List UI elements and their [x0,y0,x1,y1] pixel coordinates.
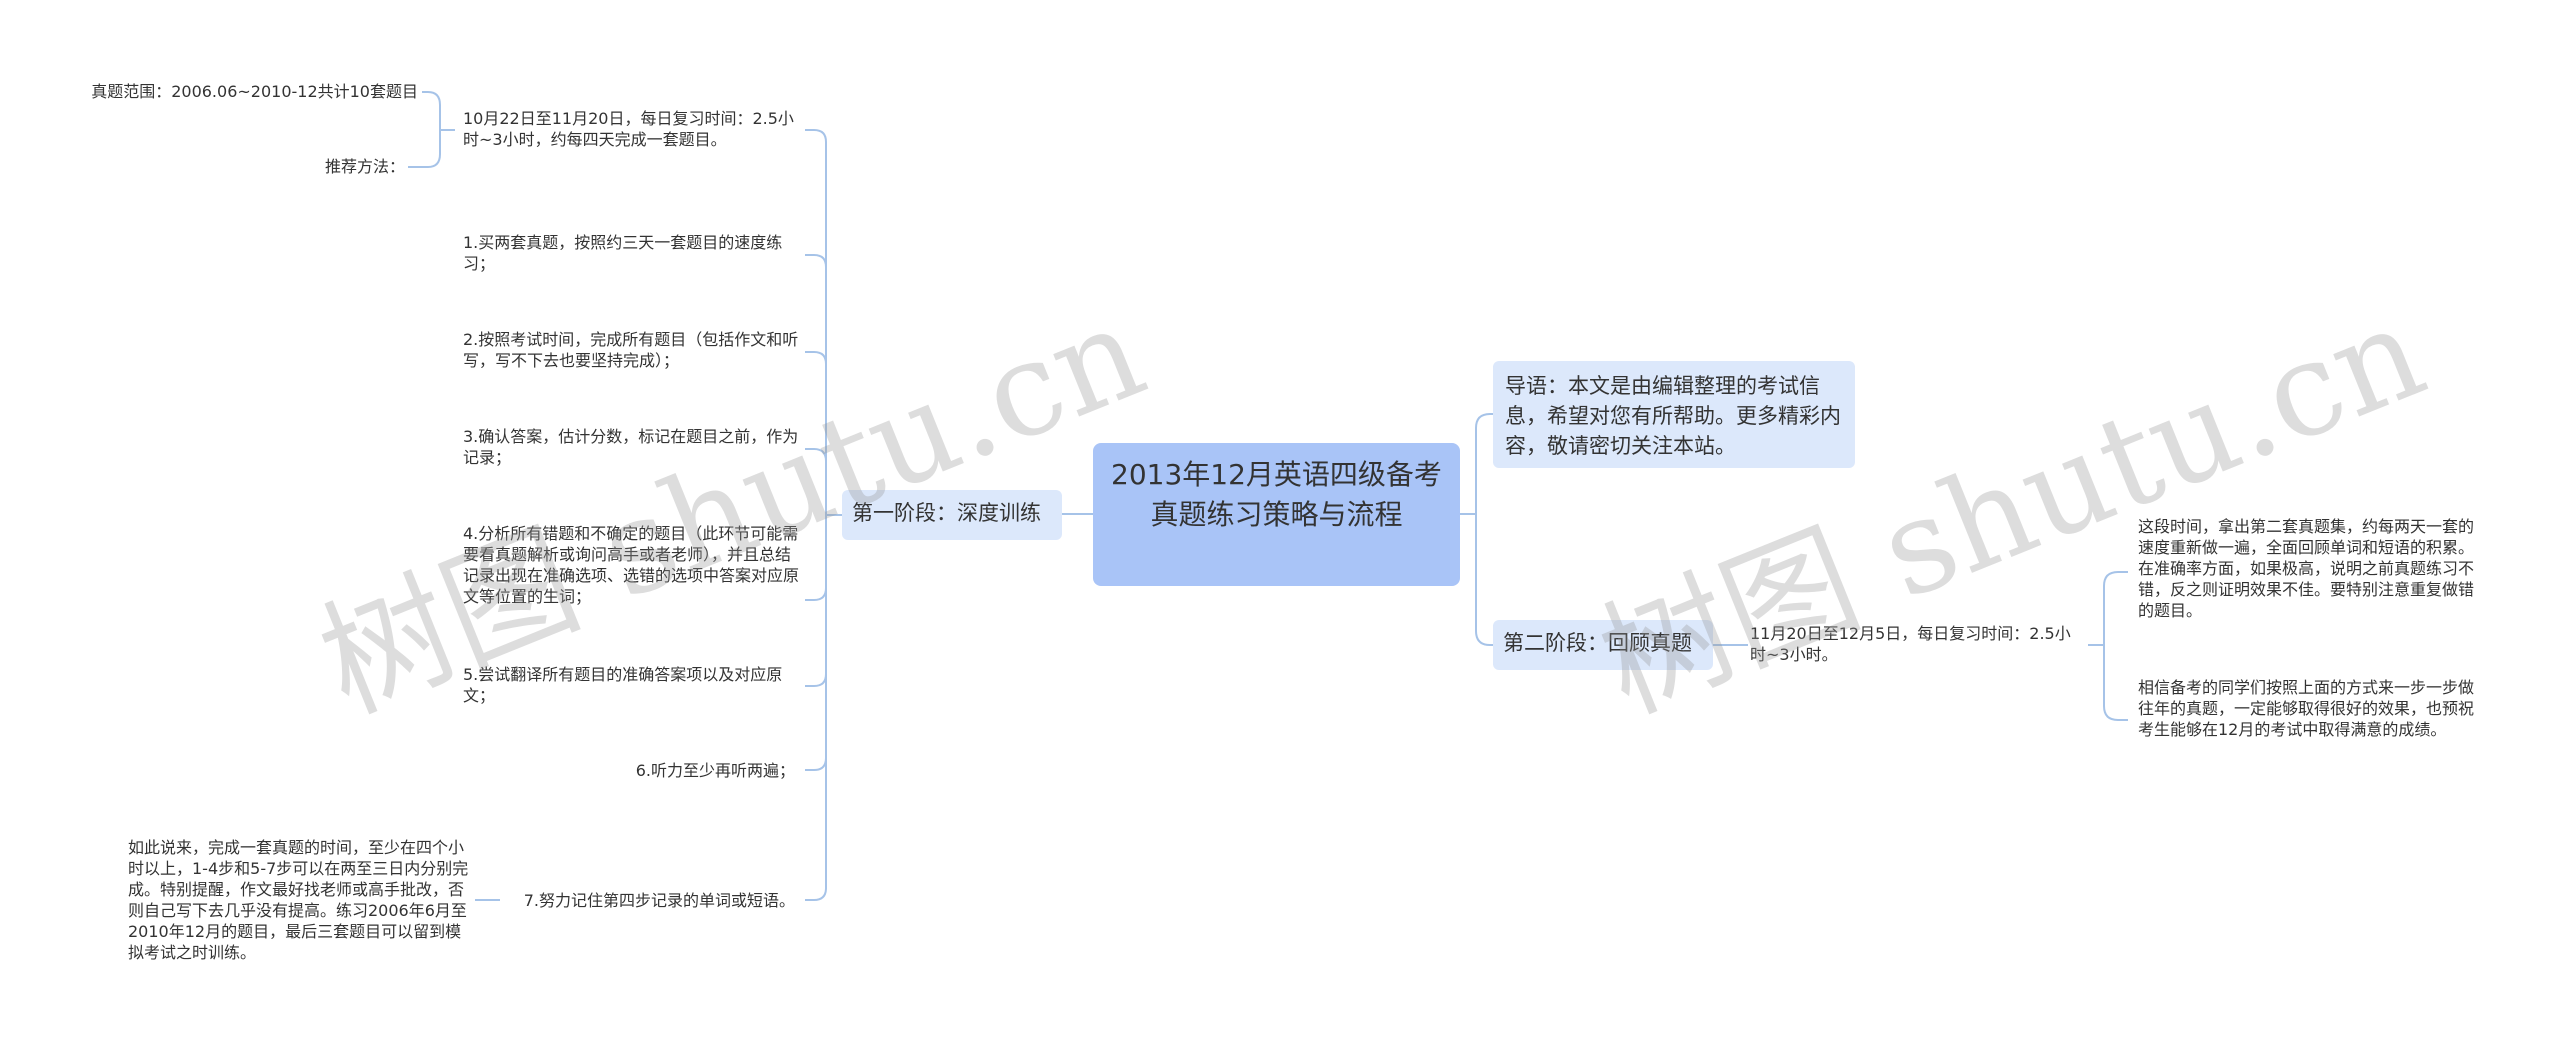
spine-branch-4 [805,587,827,601]
method-text[interactable]: 推荐方法： [324,157,405,176]
stage2-note-1[interactable]: 这段时间，拿出第二套真题集，约每两天一套的速度重新做一遍，全面回顾单词和短语的积… [2138,517,2475,620]
link-note-2 [2103,645,2128,721]
link-method [408,130,441,168]
link-root-intro [1460,413,1493,515]
step-1[interactable]: 1.买两套真题，按照约三天一套题目的速度练习； [463,233,783,273]
spine-branch-0 [805,129,827,143]
intro-node[interactable]: 导语：本文是由编辑整理的考试信息，希望对您有所帮助。更多精彩内容，敬请密切关注本… [1493,361,1855,468]
step-4[interactable]: 4.分析所有错题和不确定的题目（此环节可能需要看真题解析或询问高手或者老师），并… [463,524,800,606]
spine-branch-6 [805,757,827,771]
spine-branch-1 [805,254,827,268]
stage2-note-2[interactable]: 相信备考的同学们按照上面的方式来一步一步做往年的真题，一定能够取得很好的效果，也… [2138,678,2475,739]
link-note-1 [2103,571,2128,645]
intro-text: 导语：本文是由编辑整理的考试信息，希望对您有所帮助。更多精彩内容，敬请密切关注本… [1505,374,1841,458]
spine-branch-3 [805,448,827,462]
step-2[interactable]: 2.按照考试时间，完成所有题目（包括作文和听写，写不下去也要坚持完成）； [463,330,799,370]
step7-note[interactable]: 如此说来，完成一套真题的时间，至少在四个小时以上，1-4步和5-7步可以在两至三… [128,838,469,962]
step-7[interactable]: 7.努力记住第四步记录的单词或短语。 [523,891,795,910]
stage2-time[interactable]: 11月20日至12月5日，每日复习时间：2.5小时~3小时。 [1750,624,2071,664]
stage2-label: 第二阶段：回顾真题 [1503,631,1692,655]
link-root-stage2 [1475,514,1493,646]
stage2-node[interactable]: 第二阶段：回顾真题 [1493,620,1713,670]
stage1-node[interactable]: 第一阶段：深度训练 [842,490,1062,540]
scope-text[interactable]: 真题范围：2006.06~2010-12共计10套题目 [91,82,418,101]
stage1-time[interactable]: 10月22日至11月20日，每日复习时间：2.5小时~3小时，约每四天完成一套题… [463,109,794,149]
link-scope [422,91,441,130]
spine-branch-2 [805,351,827,365]
step-3[interactable]: 3.确认答案，估计分数，标记在题目之前，作为记录； [463,427,799,467]
stage1-label: 第一阶段：深度训练 [852,501,1041,525]
step-6[interactable]: 6.听力至少再听两遍； [635,761,795,780]
root-node[interactable]: 2013年12月英语四级备考真题练习策略与流程 [1093,443,1460,586]
step-5[interactable]: 5.尝试翻译所有题目的准确答案项以及对应原文； [463,665,783,705]
spine-branch-5 [805,673,827,687]
spine-branch-7 [805,887,827,901]
root-title: 2013年12月英语四级备考真题练习策略与流程 [1111,458,1442,531]
